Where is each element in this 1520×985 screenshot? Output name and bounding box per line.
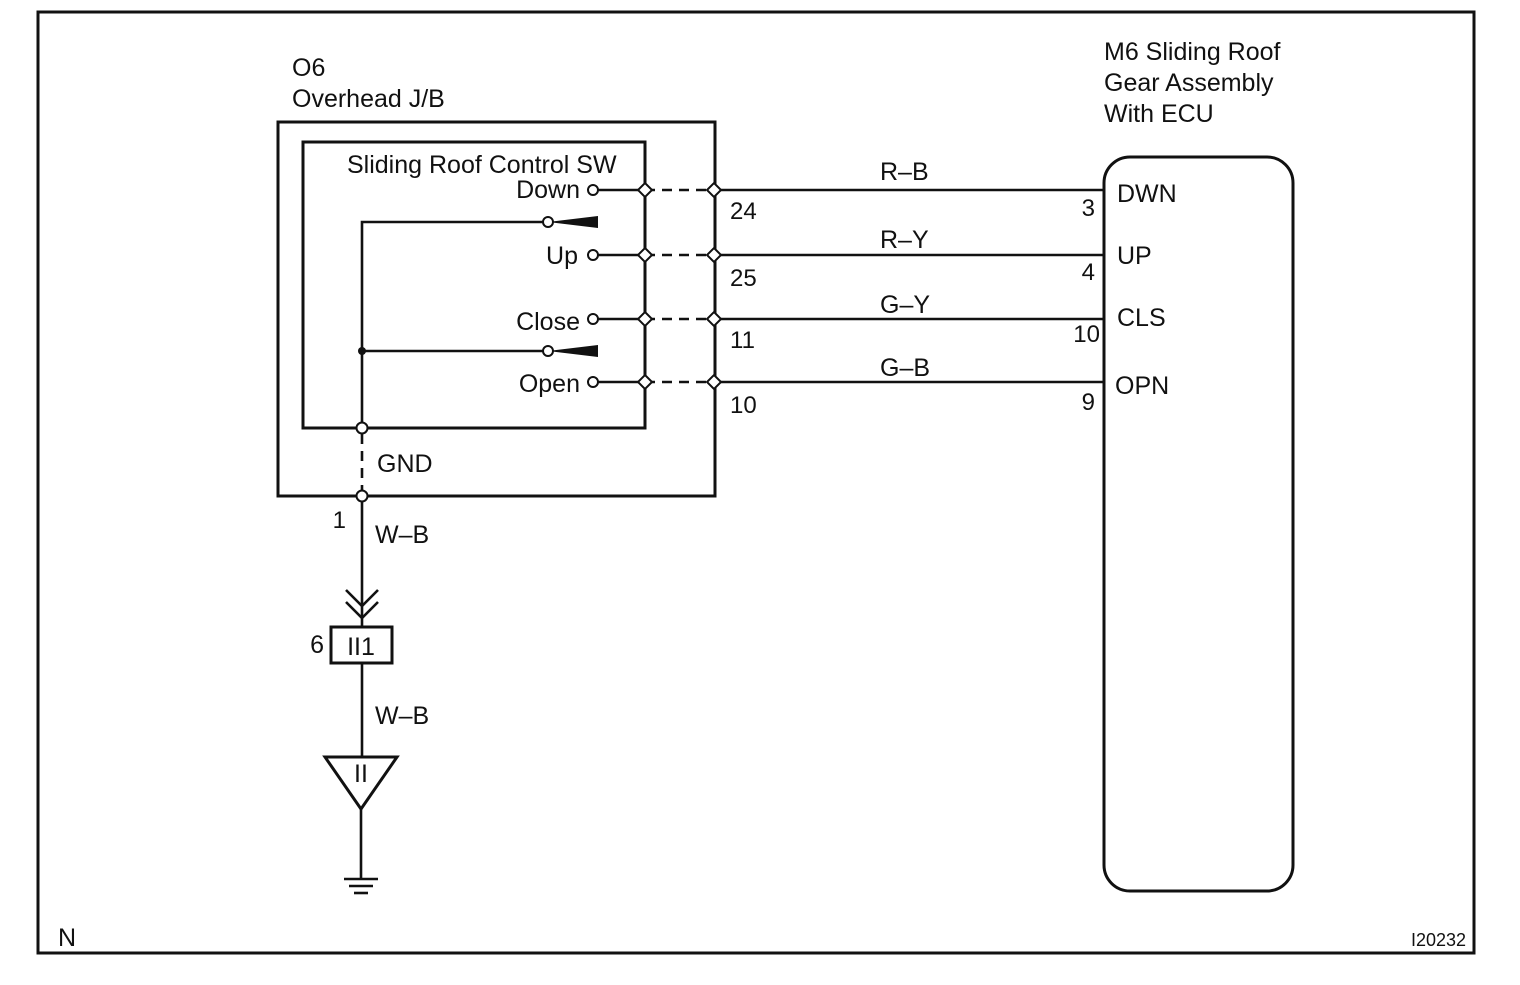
switch-pos-open: Open <box>519 370 580 398</box>
junction-block-box <box>276 120 717 498</box>
wire-color-ry: R–Y <box>880 226 929 254</box>
switch-common-wiring <box>358 216 598 428</box>
ground-point-label: II <box>354 760 368 788</box>
ecu-pin-3: 3 <box>1082 195 1095 222</box>
jb-pin-25: 25 <box>730 265 757 292</box>
connector-code: II1 <box>347 633 375 661</box>
jb-pin-10: 10 <box>730 392 757 419</box>
switch-title: Sliding Roof Control SW <box>347 151 617 179</box>
wire-color-wb-lower: W–B <box>375 702 429 730</box>
harness-wires <box>721 188 1105 384</box>
diagram-border <box>36 10 1476 955</box>
ecu-title-line-1: M6 Sliding Roof <box>1104 38 1281 66</box>
jb-pin-11: 11 <box>730 327 755 354</box>
jb-pin-1: 1 <box>333 507 346 534</box>
jb-name-label: Overhead J/B <box>292 85 445 113</box>
ecu-pin-10: 10 <box>1073 321 1100 348</box>
ground-wiring <box>322 421 400 895</box>
ecu-terminal-dwn: DWN <box>1117 180 1177 208</box>
wire-color-gb: G–B <box>880 354 930 382</box>
switch-pos-up: Up <box>546 242 578 270</box>
jb-code-label: O6 <box>292 54 325 82</box>
control-switch-box <box>301 140 647 430</box>
switch-output-contacts <box>587 181 723 391</box>
ecu-title-line-2: Gear Assembly <box>1104 69 1274 97</box>
gnd-label: GND <box>377 450 433 478</box>
ecu-title-line-3: With ECU <box>1104 100 1214 128</box>
wire-color-gy: G–Y <box>880 291 930 319</box>
ecu-terminal-opn: OPN <box>1115 372 1169 400</box>
switch-pos-down: Down <box>516 176 580 204</box>
ecu-terminal-up: UP <box>1117 242 1152 270</box>
ecu-terminal-cls: CLS <box>1117 304 1166 332</box>
connector-pin-6: 6 <box>310 631 324 659</box>
wire-color-wb-upper: W–B <box>375 521 429 549</box>
switch-pos-close: Close <box>516 308 580 336</box>
footer-left-code: N <box>58 924 76 952</box>
jb-pin-24: 24 <box>730 198 757 225</box>
ecu-pin-9: 9 <box>1082 389 1095 416</box>
ecu-box <box>1102 155 1295 893</box>
wire-color-rb: R–B <box>880 158 929 186</box>
figure-id: I20232 <box>1411 930 1466 950</box>
ecu-pin-4: 4 <box>1082 259 1095 286</box>
